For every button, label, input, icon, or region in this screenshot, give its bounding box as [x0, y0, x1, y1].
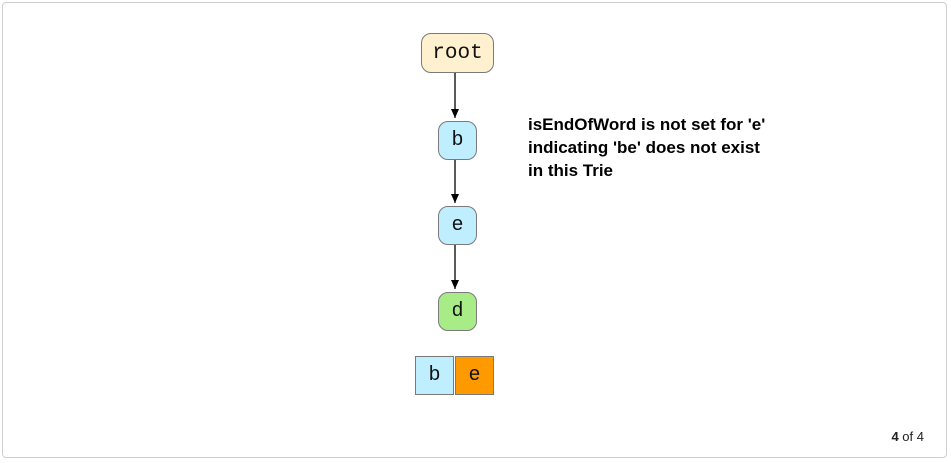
explanation-note: isEndOfWord is not set for 'e' indicatin… — [528, 115, 766, 180]
trie-edges — [451, 71, 459, 289]
pager-current: 4 — [891, 429, 899, 444]
pager-total: 4 — [916, 429, 924, 444]
trie-node-e: e — [438, 206, 477, 245]
trie-node-d: d — [438, 292, 477, 331]
trie-node-root: root — [421, 33, 494, 73]
slide-frame: root b e d b e isEndOfWord is not set fo… — [2, 2, 947, 458]
word-letter-e: e — [455, 356, 494, 395]
slide-pager: 4 of 4 — [891, 429, 924, 444]
pager-of-label: of — [902, 429, 914, 444]
word-letter-b: b — [415, 356, 454, 395]
search-word-boxes: b e — [415, 356, 494, 395]
trie-node-b: b — [438, 121, 477, 160]
